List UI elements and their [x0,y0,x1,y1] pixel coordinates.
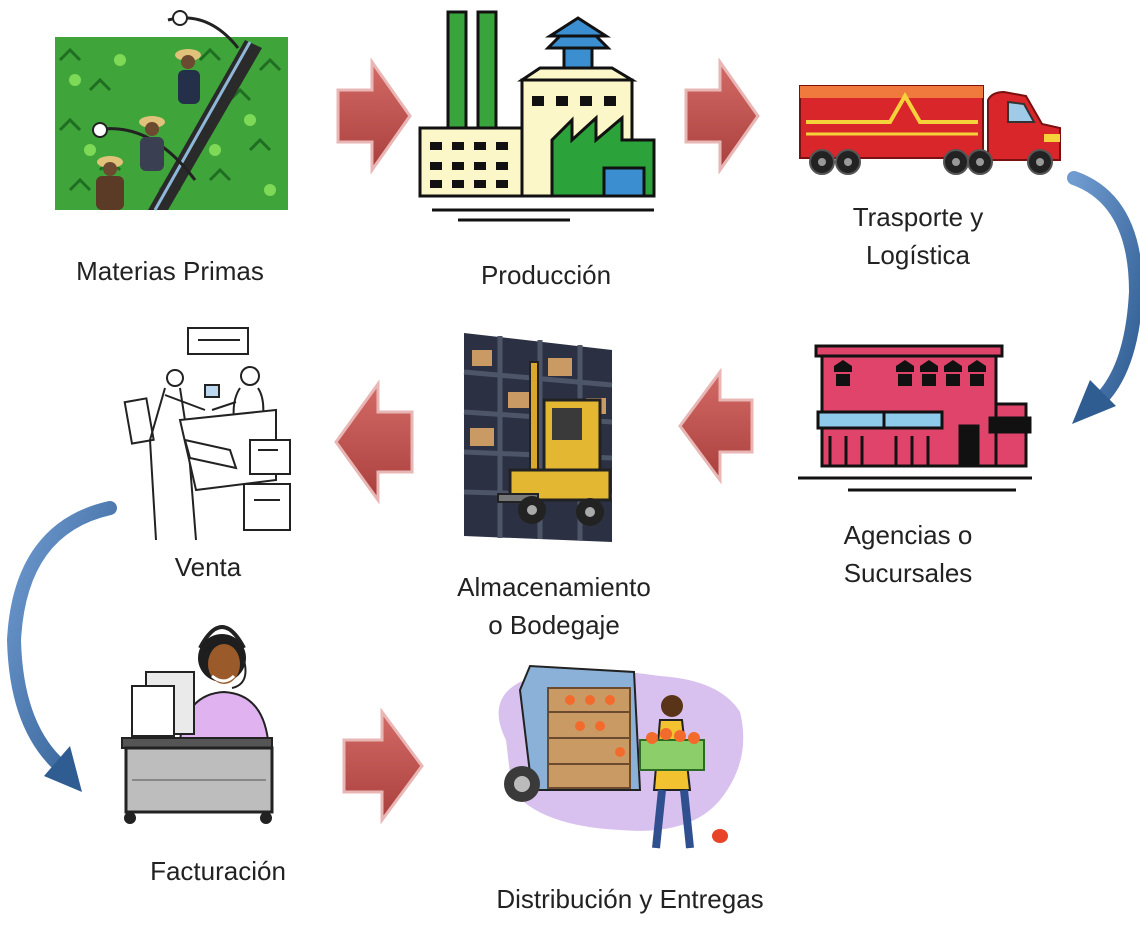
truck-icon [799,85,1061,175]
label-line: Sucursales [843,558,973,588]
label-line: Trasporte y [852,202,984,232]
label-agencias: Agencias o Sucursales [790,516,1026,592]
curved-arrow-left [6,501,117,792]
curved-arrow-right [1067,171,1140,424]
label-line: Producción [480,260,612,290]
flow-arrow-3 [678,367,754,485]
label-line: Almacenamiento [457,572,651,602]
label-materias-primas: Materias Primas [52,252,288,290]
label-transporte: Trasporte y Logística [800,198,1036,274]
label-line: Distribución y Entregas [496,884,764,914]
flow-arrow-1 [336,57,412,175]
billing-operator-icon [121,625,274,824]
label-produccion: Producción [428,256,664,294]
forklift-warehouse-icon [463,333,613,542]
label-venta: Venta [108,548,308,586]
sales-meeting-icon [123,327,291,541]
label-line: o Bodegaje [488,610,620,640]
flow-arrow-2 [684,57,760,175]
label-facturacion: Facturación [100,852,336,890]
flow-arrow-4 [334,379,414,505]
label-line: Materias Primas [76,256,264,286]
label-line: Facturación [150,856,286,886]
label-line: Logística [865,240,971,270]
store-building-icon [798,344,1032,492]
delivery-van-icon [498,664,744,849]
label-distribucion: Distribución y Entregas [470,880,790,918]
label-line: Venta [174,552,242,582]
factory-icon [418,10,656,222]
flow-arrow-5 [342,707,424,825]
label-line: Agencias o [843,520,973,550]
label-almacenamiento: Almacenamiento o Bodegaje [436,568,672,644]
farm-field-icon [55,10,288,211]
